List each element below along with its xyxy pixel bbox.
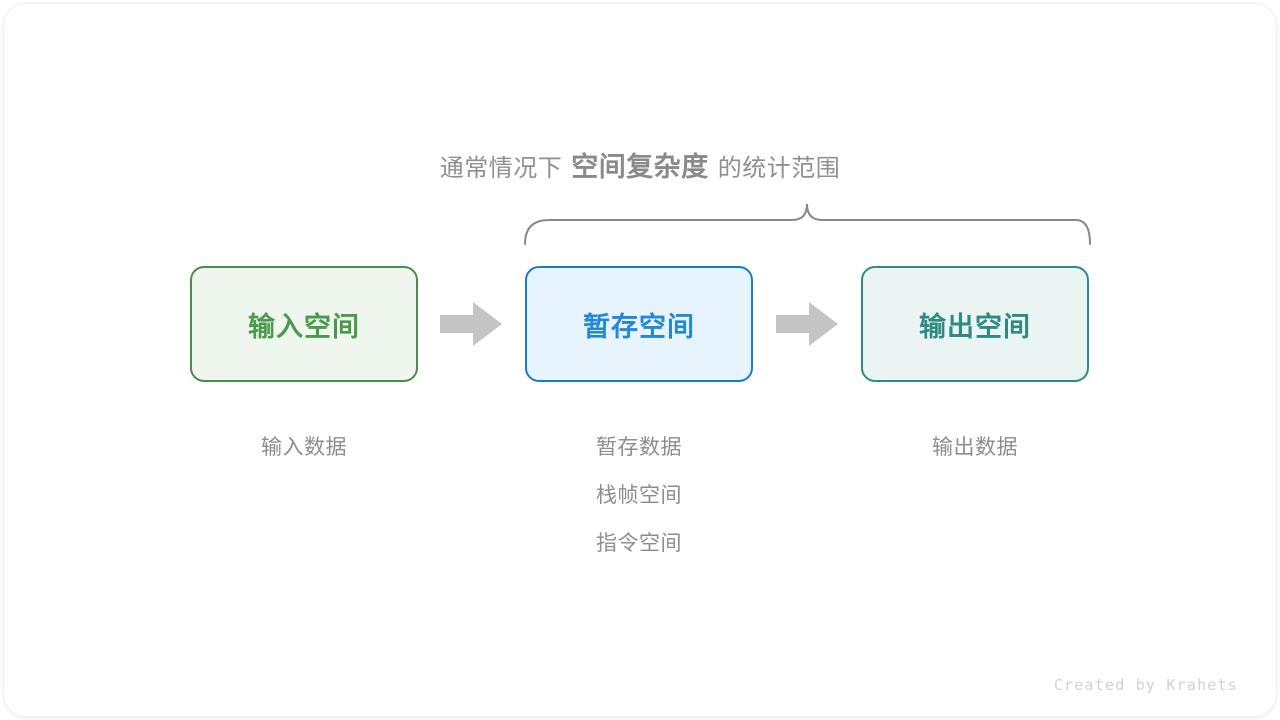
caption-group-output: 输出数据	[825, 424, 1125, 472]
caption-group-input: 输入数据	[154, 424, 454, 472]
box-temp-space[interactable]: 暂存空间	[525, 266, 753, 382]
box-input-space[interactable]: 输入空间	[190, 266, 418, 382]
diagram-heading: 通常情况下空间复杂度的统计范围	[0, 148, 1280, 191]
box-output-space[interactable]: 输出空间	[861, 266, 1089, 382]
heading-suffix: 的统计范围	[717, 155, 841, 182]
box-output-space-label: 输出空间	[919, 311, 1031, 342]
caption-item: 输出数据	[932, 436, 1018, 459]
watermark-credit: Created by Krahets	[1053, 676, 1238, 694]
caption-item: 栈帧空间	[596, 484, 682, 507]
box-input-space-label: 输入空间	[248, 311, 360, 342]
curly-brace-icon	[524, 203, 1091, 245]
heading-emphasis: 空间复杂度	[571, 152, 709, 182]
arrow-right-icon	[776, 302, 838, 346]
caption-item: 暂存数据	[596, 436, 682, 459]
box-temp-space-label: 暂存空间	[583, 311, 695, 342]
caption-item: 输入数据	[261, 436, 347, 459]
arrow-right-icon	[440, 302, 502, 346]
heading-prefix: 通常情况下	[439, 155, 563, 182]
caption-group-temp: 暂存数据 栈帧空间 指令空间	[489, 424, 789, 568]
caption-item: 指令空间	[596, 532, 682, 555]
